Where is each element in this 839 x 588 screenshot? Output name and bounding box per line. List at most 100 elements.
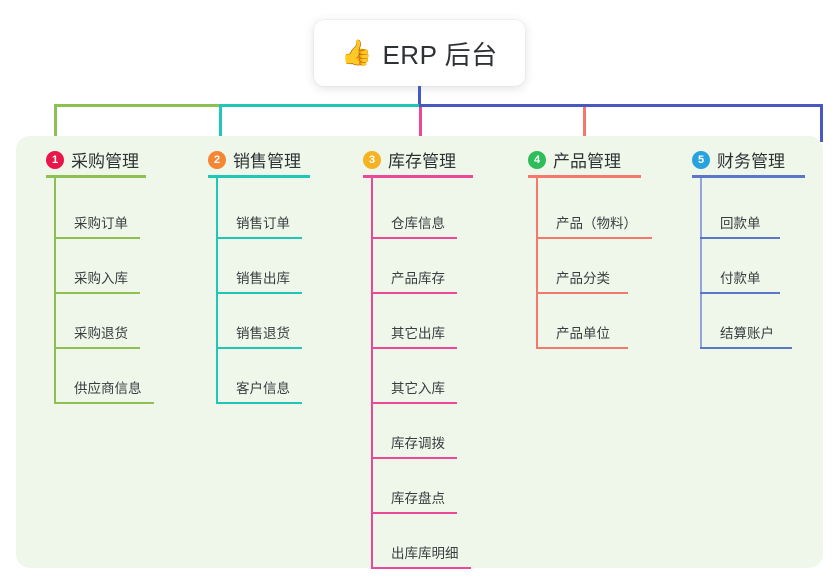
- leaf-item-underline: [54, 237, 140, 239]
- leaf-item[interactable]: 产品单位: [536, 301, 648, 349]
- leaf-item-label: 仓库信息: [391, 216, 445, 231]
- branch-underline-2: [208, 175, 310, 178]
- leaf-item[interactable]: 采购订单: [54, 191, 160, 239]
- leaf-item[interactable]: 其它入库: [371, 356, 477, 404]
- branch-underline-1: [46, 175, 146, 178]
- leaf-item[interactable]: 库存盘点: [371, 466, 477, 514]
- branch-title-4: 产品管理: [553, 152, 621, 171]
- leaf-item[interactable]: 产品库存: [371, 246, 477, 294]
- leaf-item-label: 其它入库: [391, 381, 445, 396]
- leaf-item-underline: [54, 347, 140, 349]
- leaf-item-label: 结算账户: [720, 326, 774, 341]
- leaf-item-label: 采购入库: [74, 271, 128, 286]
- branches-panel: 1 采购管理采购订单采购入库采购退货供应商信息 2 销售管理销售订单销售出库销售退货客…: [16, 136, 823, 569]
- leaf-item-underline: [371, 512, 457, 514]
- connector-horizontal-1: [54, 104, 219, 107]
- connector-horizontal-2: [219, 104, 420, 107]
- leaf-item[interactable]: 付款单: [700, 246, 800, 294]
- trunk-connector: [418, 86, 421, 106]
- branch-badge-4: 4: [528, 150, 546, 169]
- leaf-item-underline: [371, 402, 457, 404]
- leaf-item-label: 付款单: [720, 271, 761, 286]
- leaf-item-label: 采购退货: [74, 326, 128, 341]
- branch-badge-2: 2: [208, 150, 226, 169]
- connector-stub-4: [583, 107, 586, 142]
- leaf-item-label: 客户信息: [236, 381, 290, 396]
- branch-title-3: 库存管理: [388, 152, 456, 171]
- leaf-item-label: 产品（物料）: [556, 216, 637, 231]
- root-node-card[interactable]: 👍 ERP 后台: [314, 20, 525, 86]
- branch-underline-3: [363, 175, 473, 178]
- leaf-item-underline: [216, 237, 302, 239]
- branch-header-1[interactable]: 1 采购管理: [46, 147, 139, 172]
- leaf-item[interactable]: 库存调拨: [371, 411, 477, 459]
- branch-title-2: 销售管理: [233, 152, 301, 171]
- leaf-item-underline: [216, 292, 302, 294]
- leaf-item[interactable]: 销售出库: [216, 246, 322, 294]
- leaf-item[interactable]: 销售订单: [216, 191, 322, 239]
- leaf-item[interactable]: 采购入库: [54, 246, 160, 294]
- connector-stub-2: [219, 107, 222, 142]
- leaf-item[interactable]: 销售退货: [216, 301, 322, 349]
- leaf-item-label: 产品单位: [556, 326, 610, 341]
- leaf-item-label: 销售出库: [236, 271, 290, 286]
- branch-header-3[interactable]: 3 库存管理: [363, 147, 456, 172]
- leaf-item[interactable]: 供应商信息: [54, 356, 174, 404]
- leaf-item-label: 供应商信息: [74, 381, 142, 396]
- branch-badge-5: 5: [692, 150, 710, 169]
- branch-underline-4: [528, 175, 641, 178]
- leaf-item[interactable]: 仓库信息: [371, 191, 477, 239]
- leaf-item[interactable]: 结算账户: [700, 301, 812, 349]
- leaf-item[interactable]: 出库库明细: [371, 521, 491, 569]
- branch-spine-2: [216, 178, 218, 404]
- branch-underline-5: [692, 175, 805, 178]
- connector-stub-5: [820, 107, 823, 142]
- leaf-item-underline: [371, 237, 457, 239]
- leaf-item-underline: [54, 402, 154, 404]
- leaf-item-label: 销售退货: [236, 326, 290, 341]
- leaf-item-label: 出库库明细: [391, 546, 459, 561]
- leaf-item-label: 库存调拨: [391, 436, 445, 451]
- leaf-item[interactable]: 其它出库: [371, 301, 477, 349]
- leaf-item-label: 其它出库: [391, 326, 445, 341]
- leaf-item-label: 库存盘点: [391, 491, 445, 506]
- leaf-item-underline: [371, 292, 457, 294]
- branch-title-1: 采购管理: [71, 152, 139, 171]
- connector-horizontal-3: [419, 104, 823, 107]
- leaf-item-underline: [216, 402, 302, 404]
- root-node-title: ERP 后台: [382, 39, 498, 70]
- branch-spine-1: [54, 178, 56, 404]
- leaf-item-label: 产品库存: [391, 271, 445, 286]
- branch-header-5[interactable]: 5 财务管理: [692, 147, 785, 172]
- leaf-item-underline: [536, 237, 652, 239]
- leaf-item[interactable]: 客户信息: [216, 356, 322, 404]
- leaf-item-underline: [536, 292, 628, 294]
- leaf-item-underline: [54, 292, 140, 294]
- leaf-item[interactable]: 回款单: [700, 191, 800, 239]
- leaf-item-label: 采购订单: [74, 216, 128, 231]
- branch-header-2[interactable]: 2 销售管理: [208, 147, 301, 172]
- leaf-item-underline: [700, 237, 780, 239]
- leaf-item[interactable]: 采购退货: [54, 301, 160, 349]
- leaf-item-underline: [371, 347, 457, 349]
- branch-badge-3: 3: [363, 150, 381, 169]
- branch-spine-5: [700, 178, 702, 349]
- leaf-item-label: 产品分类: [556, 271, 610, 286]
- branch-title-5: 财务管理: [717, 152, 785, 171]
- leaf-item-underline: [371, 567, 471, 569]
- leaf-item[interactable]: 产品分类: [536, 246, 648, 294]
- thumbs-up-icon: 👍: [341, 38, 373, 67]
- branch-spine-3: [371, 178, 373, 569]
- leaf-item[interactable]: 产品（物料）: [536, 191, 672, 239]
- branch-header-4[interactable]: 4 产品管理: [528, 147, 621, 172]
- leaf-item-underline: [700, 292, 780, 294]
- connector-stub-3: [419, 107, 422, 142]
- leaf-item-underline: [371, 457, 457, 459]
- branch-badge-1: 1: [46, 150, 64, 169]
- connector-stub-1: [54, 107, 57, 142]
- leaf-item-underline: [216, 347, 302, 349]
- branch-spine-4: [536, 178, 538, 349]
- leaf-item-label: 销售订单: [236, 216, 290, 231]
- leaf-item-underline: [700, 347, 792, 349]
